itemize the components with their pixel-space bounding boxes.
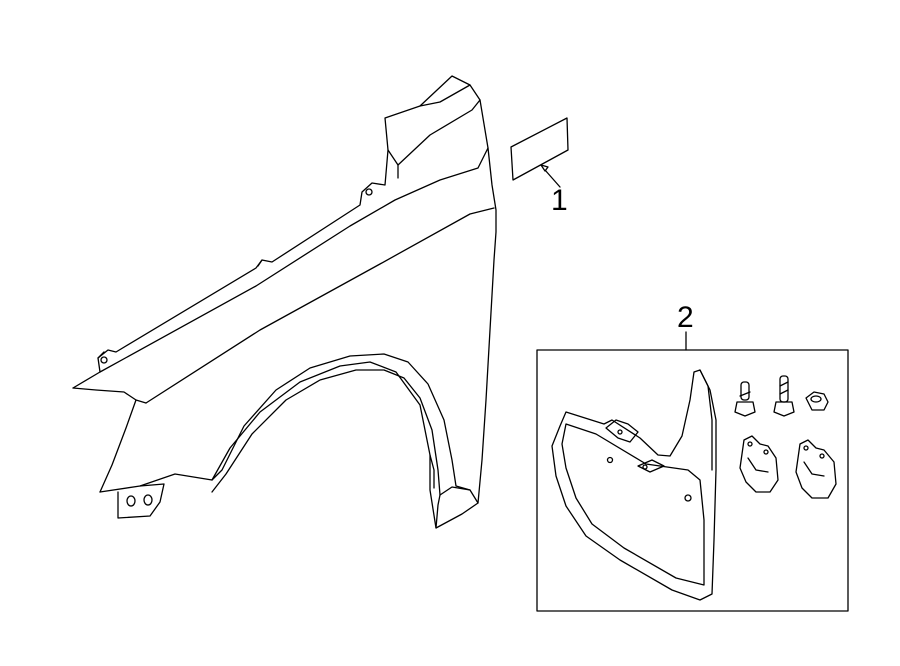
- clip-2: [795, 439, 837, 499]
- kit-frame: [536, 349, 849, 612]
- mud-flap-kit-part: [536, 331, 849, 612]
- callout-2-label: 2: [677, 301, 694, 334]
- bolt-2: [773, 375, 795, 417]
- callout-1-label: 1: [551, 184, 568, 217]
- nut: [805, 391, 829, 411]
- bolt-1: [734, 381, 756, 417]
- front-fender: [72, 75, 497, 529]
- clip-1: [739, 435, 779, 493]
- fender-label-part: [510, 117, 569, 188]
